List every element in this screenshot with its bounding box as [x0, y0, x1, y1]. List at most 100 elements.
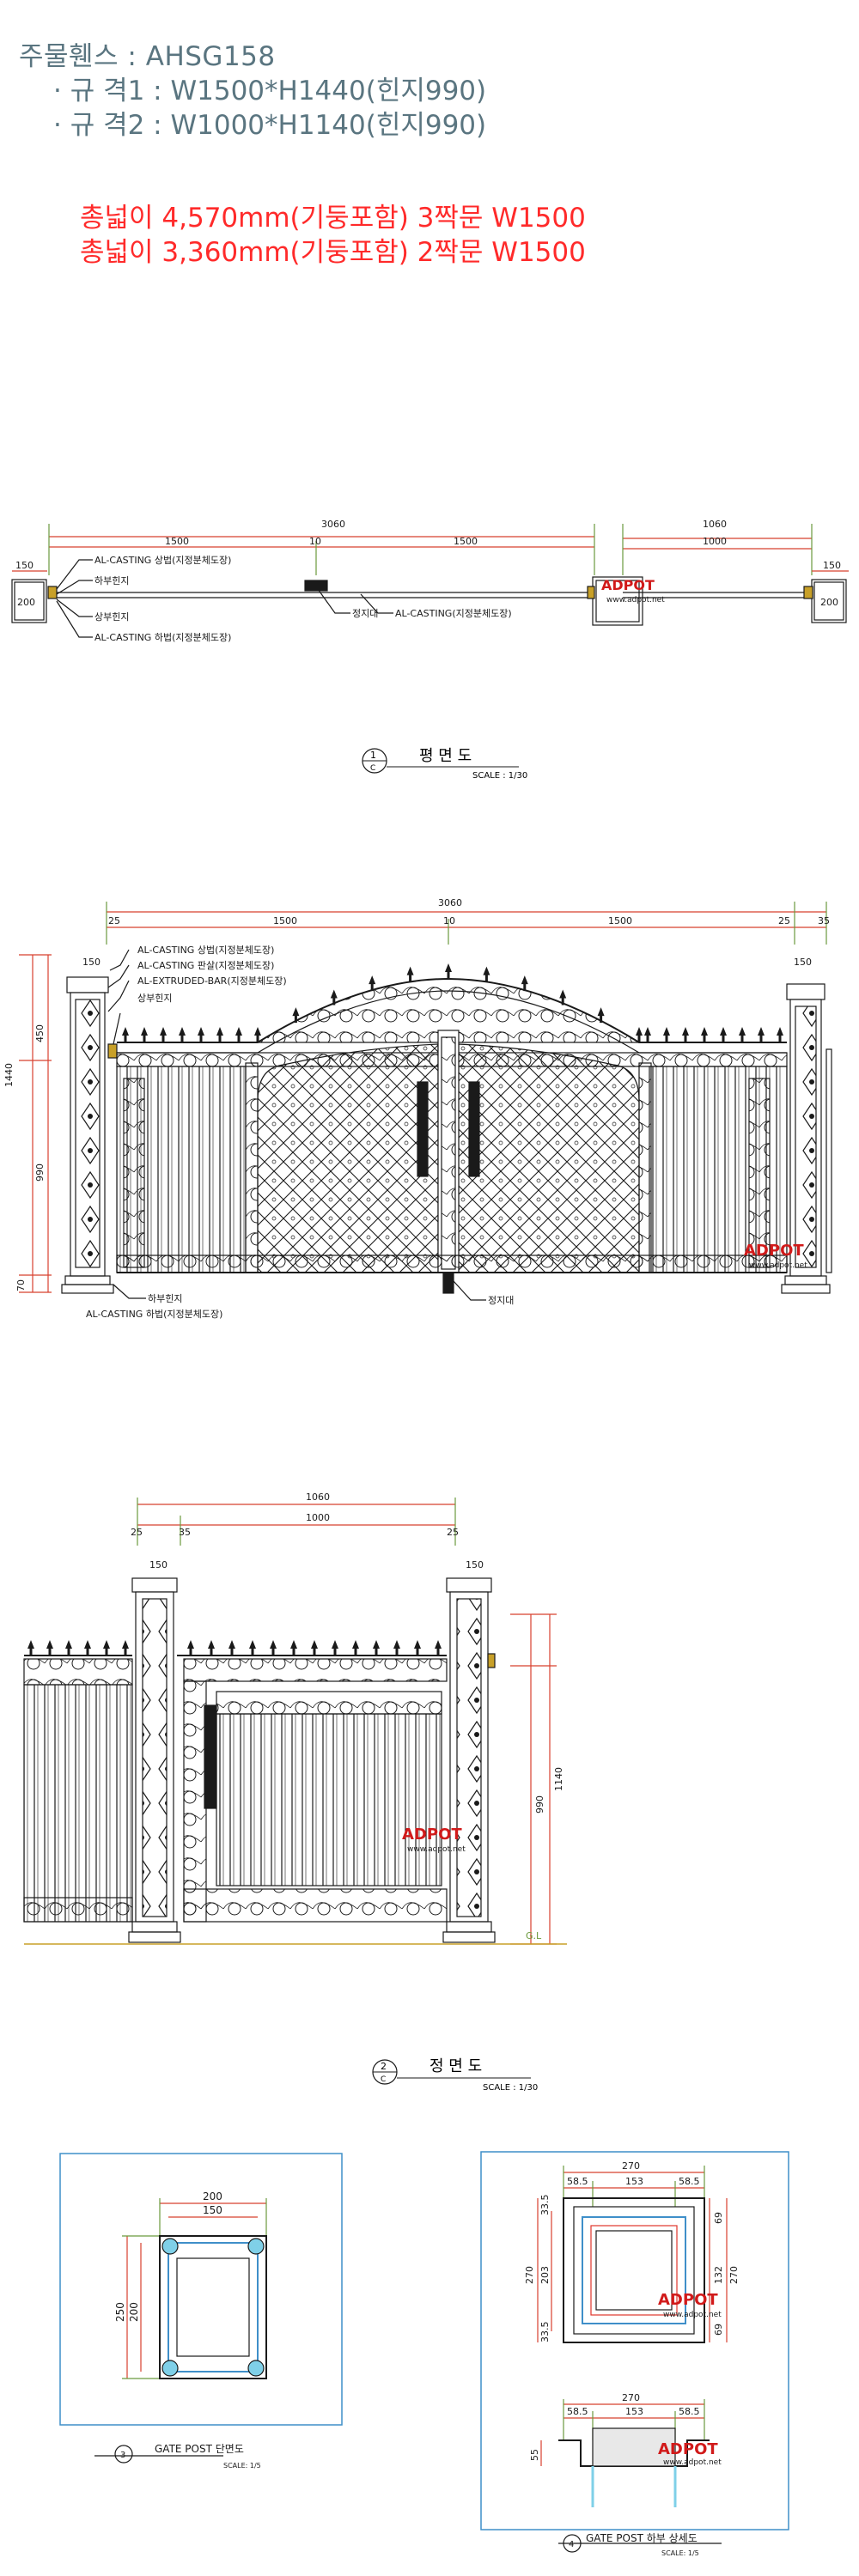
watermark-side-brand: ADPOT [402, 1826, 462, 1844]
spear-tip [65, 1640, 72, 1656]
total-width-line-2: 총넓이 3,360mm(기둥포함) 2짝문 W1500 [80, 237, 586, 268]
spear-tip [228, 1640, 235, 1656]
dim-detail-v2: 33.5 [539, 2322, 551, 2343]
side-dimensions: 1060 1000 25 35 25 150 150 1140 990 G.L [131, 1492, 564, 1941]
front-spear-tips [122, 963, 783, 1042]
dim-front-height-total: 1440 [3, 1063, 15, 1087]
watermark-url: www.adpot.net [606, 596, 665, 605]
dim-front-half-right: 1500 [608, 915, 632, 927]
dim-detail-v-total: 270 [524, 2266, 535, 2284]
label-front-lower-bar: AL-CASTING 하법(지정분체도장) [86, 1308, 222, 1320]
spear-tip [393, 1640, 400, 1656]
dim-plan-post-size-right: 200 [820, 597, 838, 608]
spear-tip [682, 1027, 689, 1042]
post-section-number: 3 [120, 2451, 125, 2460]
spear-tip [435, 1640, 442, 1656]
plan-number: 1 [370, 750, 376, 761]
spear-tip [311, 1640, 318, 1656]
side-title: 정 면 도 [430, 2057, 482, 2075]
front-labels: AL-CASTING 상법(지정분체도장) AL-CASTING 판살(지정분체… [86, 945, 514, 1320]
label-plan-upper-bar: AL-CASTING 상법(지정분체도장) [94, 555, 231, 566]
spear-tip [27, 1640, 34, 1656]
dim-front-height-mid: 990 [34, 1163, 46, 1182]
spear-tip [84, 1640, 91, 1656]
plan-labels: AL-CASTING 상법(지정분체도장) 하부힌지 상부힌지 AL-CASTI… [94, 555, 512, 643]
dim-post-w-outer: 200 [203, 2190, 222, 2202]
post-detail-scale: SCALE: 1/5 [661, 2549, 699, 2557]
watermark-detail-brand: ADPOT [658, 2291, 718, 2309]
spear-tip [216, 1027, 223, 1042]
spear-tip [235, 1027, 242, 1042]
dim-detail-a: 58.5 [567, 2176, 588, 2187]
dim-plan-gap: 10 [309, 536, 321, 547]
label-plan-casting: AL-CASTING(지정분체도장) [395, 608, 512, 619]
dim-side-total: 1060 [306, 1492, 330, 1503]
spear-tip [559, 989, 567, 1005]
plan-title-block: 1 C 평 면 도 SCALE : 1/30 [362, 747, 527, 781]
dim-plan-half-left: 1500 [165, 536, 189, 547]
watermark-side-url: www.adpot.net [407, 1845, 466, 1854]
dim-detail-r-total: 270 [728, 2266, 740, 2284]
spear-tip [292, 1007, 300, 1024]
label-plan-bottom-hinge: 하부힌지 [94, 574, 129, 586]
plan-title: 평 면 도 [419, 747, 472, 765]
dim-plan-post-size-left: 200 [17, 597, 35, 608]
spear-tip [160, 1027, 167, 1042]
spear-tip [739, 1027, 746, 1042]
side-title-block: 2 C 정 면 도 SCALE : 1/30 [372, 2057, 538, 2093]
front-dimensions: 3060 25 1500 10 1500 25 35 150 150 1440 … [3, 897, 830, 1291]
spear-tip [369, 975, 376, 992]
spear-tip [406, 966, 414, 982]
label-front-bar: AL-EXTRUDED-BAR(지정분체도장) [137, 975, 287, 987]
dim-detail-bb: 153 [625, 2406, 643, 2417]
watermark-side: ADPOT www.adpot.net [402, 1826, 466, 1854]
dim-detail-v1: 33.5 [539, 2195, 551, 2216]
dim-front-height-bottom: 70 [15, 1279, 27, 1291]
dim-front-post-left: 150 [82, 957, 101, 968]
post-section-title: GATE POST 단면도 [155, 2443, 244, 2455]
dim-post-h-outer: 250 [114, 2302, 126, 2322]
watermark-brand: ADPOT [601, 577, 655, 593]
side-elevation [23, 1498, 567, 1945]
dim-detail-v-mid: 203 [539, 2266, 551, 2284]
post-detail-number: 4 [569, 2540, 574, 2549]
dim-detail-bh: 55 [529, 2449, 540, 2461]
watermark-front-brand: ADPOT [744, 1242, 804, 1260]
plan-view [11, 524, 849, 638]
dim-plan-post-left: 150 [15, 560, 34, 571]
label-front-panel: AL-CASTING 판살(지정분체도장) [137, 960, 274, 971]
dim-detail-bottom-total: 270 [622, 2392, 640, 2403]
spear-tip [373, 1640, 380, 1656]
spear-tip [249, 1640, 256, 1656]
header-block: 주물휀스 : AHSG158 · 규 격1 : W1500*H1440(힌지99… [0, 0, 859, 283]
spear-tip [720, 1027, 727, 1042]
post-section-scale: SCALE: 1/5 [223, 2462, 261, 2470]
label-plan-upper-hinge: 상부힌지 [94, 611, 129, 623]
plan-sheet: C [370, 764, 375, 773]
spear-tip [141, 1027, 148, 1042]
label-front-bottom-hinge: 하부힌지 [148, 1292, 182, 1304]
spear-tip [179, 1027, 186, 1042]
label-plan-lower-bar: AL-CASTING 하법(지정분체도장) [94, 631, 231, 643]
spear-tip [777, 1027, 783, 1042]
dim-side-height-mid: 990 [534, 1795, 545, 1814]
dim-plan-small-inner: 1000 [703, 536, 727, 547]
side-sheet: C [381, 2075, 386, 2084]
dim-plan-half-right: 1500 [454, 536, 478, 547]
spear-tip [208, 1640, 215, 1656]
dim-post-w-inner: 150 [203, 2204, 222, 2216]
ground-level-label: G.L [526, 1930, 542, 1941]
dim-plan-post-right: 150 [823, 560, 841, 571]
spear-tip [122, 1640, 129, 1656]
dim-front-half-left: 1500 [273, 915, 297, 927]
post-detail-title: GATE POST 하부 상세도 [586, 2532, 698, 2544]
dim-front-total: 3060 [438, 897, 462, 908]
post-detail-panel [480, 2151, 789, 2553]
label-front-upper-bar: AL-CASTING 상법(지정분체도장) [137, 945, 274, 956]
spec-line-1: · 규 격1 : W1500*H1440(힌지990) [53, 76, 487, 106]
dim-detail-b: 153 [625, 2176, 643, 2187]
spear-tip [290, 1640, 297, 1656]
dim-front-gap: 10 [443, 915, 455, 927]
dim-plan-small-total: 1060 [703, 519, 727, 530]
dim-side-post-right: 150 [466, 1559, 484, 1571]
